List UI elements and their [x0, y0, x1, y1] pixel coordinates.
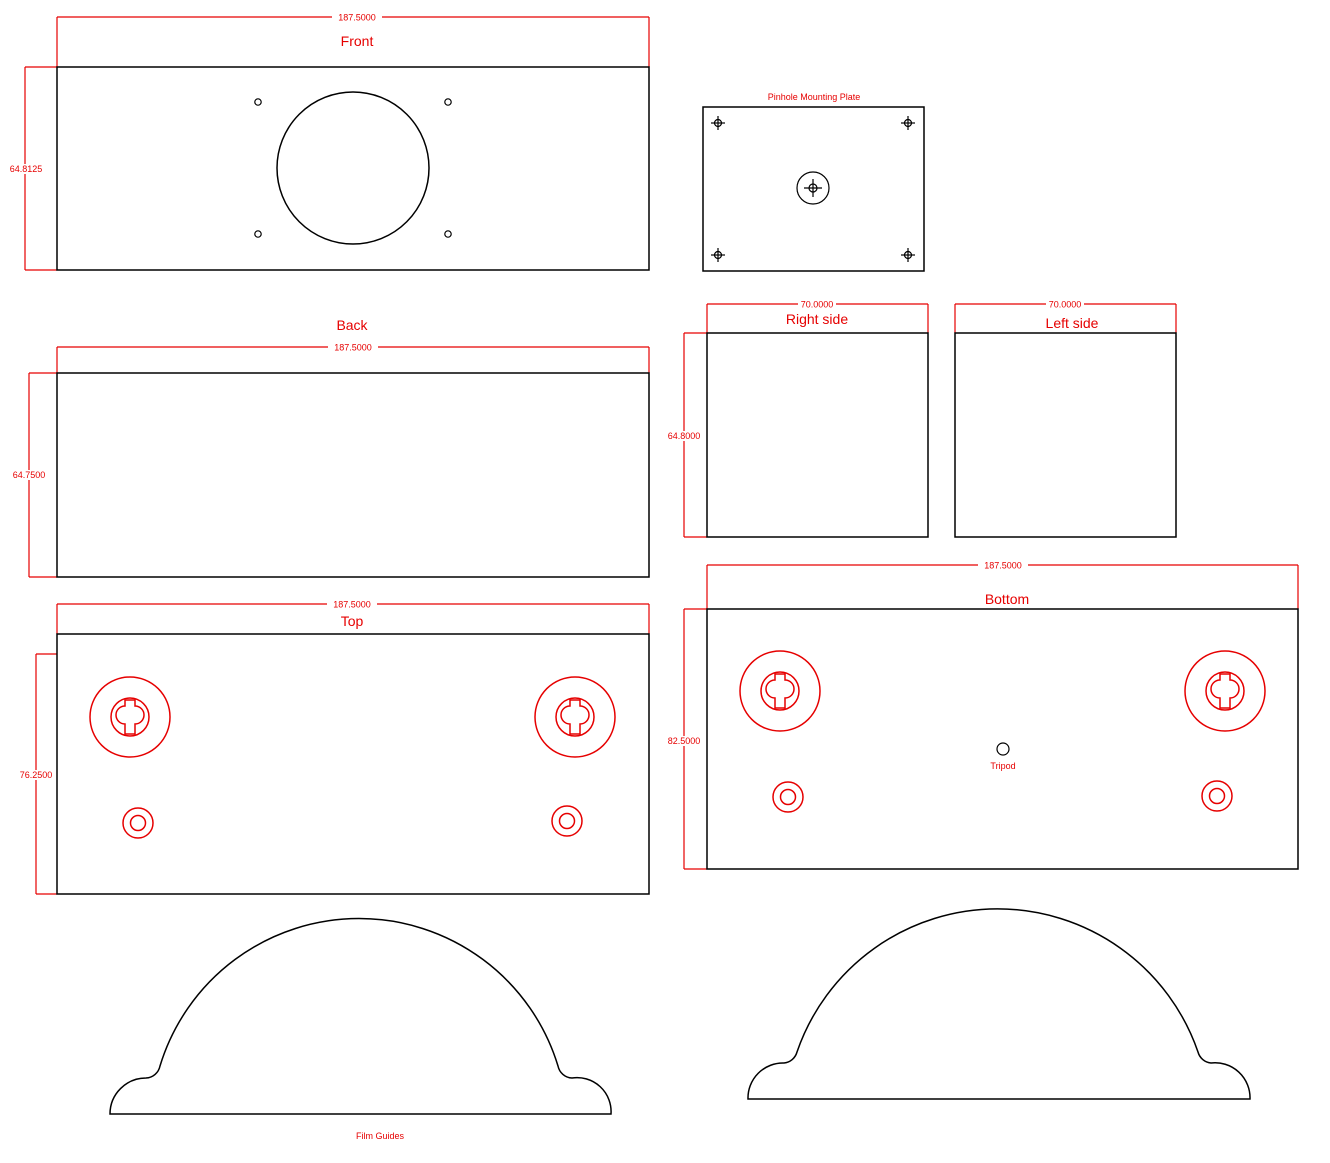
screw-hole	[444, 98, 452, 106]
film-guides: Film Guides	[109, 908, 1251, 1141]
screw-hole	[444, 230, 452, 238]
film-spool-knob	[1184, 650, 1266, 732]
bottom-width-label: 187.5000	[984, 561, 1022, 571]
back-outline	[56, 372, 650, 578]
back-title: Back	[336, 317, 368, 333]
spindle-hole	[122, 807, 154, 839]
film-guides-label: Film Guides	[356, 1131, 405, 1141]
corner-screw	[901, 248, 915, 262]
front-width-dimension: 187.5000	[56, 12, 650, 67]
top-width-dimension: 187.5000	[56, 599, 650, 634]
bottom-width-dimension: 187.5000	[706, 560, 1299, 609]
top-title: Top	[341, 613, 364, 629]
bottom-panel: 187.5000 Bottom 82.5000 Tripod	[667, 560, 1299, 870]
right-side-height-dimension: 64.8000	[667, 332, 707, 538]
bottom-height-dimension: 82.5000	[667, 608, 707, 870]
right-side-width-dimension: 70.0000	[706, 299, 929, 333]
front-width-label: 187.5000	[338, 13, 376, 23]
back-width-label: 187.5000	[334, 343, 372, 353]
film-spool-knob	[89, 676, 171, 758]
left-side-width-label: 70.0000	[1049, 300, 1082, 310]
left-side-outline	[954, 332, 1177, 538]
pinhole-mounting-plate: Pinhole Mounting Plate	[702, 92, 925, 272]
back-height-label: 64.7500	[13, 470, 46, 480]
screw-hole	[254, 230, 262, 238]
bottom-title: Bottom	[985, 591, 1029, 607]
right-side-width-label: 70.0000	[801, 300, 834, 310]
back-height-dimension: 64.7500	[11, 372, 57, 578]
front-title: Front	[341, 33, 374, 49]
film-guide-right	[747, 908, 1251, 1100]
top-width-label: 187.5000	[333, 600, 371, 610]
front-panel: 187.5000 Front 64.8125	[8, 12, 650, 271]
right-side-outline	[706, 332, 929, 538]
corner-screw	[711, 248, 725, 262]
left-side-width-dimension: 70.0000	[954, 299, 1177, 333]
pinhole-plate-outline	[702, 106, 925, 272]
corner-screw	[711, 116, 725, 130]
spindle-hole	[551, 805, 583, 837]
front-height-label: 64.8125	[10, 164, 43, 174]
tripod-label: Tripod	[990, 761, 1015, 771]
right-side-height-label: 64.8000	[668, 431, 701, 441]
bottom-outline	[706, 608, 1299, 870]
screw-hole	[254, 98, 262, 106]
top-height-label: 76.2500	[20, 770, 53, 780]
top-panel: 187.5000 Top 76.2500	[18, 599, 650, 895]
tripod-mount-hole	[996, 742, 1010, 756]
back-width-dimension: 187.5000	[56, 342, 650, 373]
spindle-hole	[772, 781, 804, 813]
left-side-panel: 70.0000 Left side	[954, 299, 1177, 538]
film-spool-knob	[739, 650, 821, 732]
front-outline	[56, 66, 650, 271]
corner-screw	[901, 116, 915, 130]
bottom-height-label: 82.5000	[668, 736, 701, 746]
spindle-hole	[1201, 780, 1233, 812]
film-guide-left	[109, 917, 612, 1115]
left-side-title: Left side	[1046, 315, 1099, 331]
right-side-title: Right side	[786, 311, 848, 327]
pinhole-center	[796, 171, 830, 205]
top-outline	[56, 633, 650, 895]
back-panel: Back 187.5000 64.7500	[11, 317, 650, 578]
lens-opening	[276, 91, 430, 245]
film-spool-knob	[534, 676, 616, 758]
top-height-dimension: 76.2500	[18, 653, 57, 895]
right-side-panel: 70.0000 Right side 64.8000	[667, 299, 929, 538]
front-height-dimension: 64.8125	[8, 66, 57, 271]
pinhole-plate-title: Pinhole Mounting Plate	[768, 92, 861, 102]
